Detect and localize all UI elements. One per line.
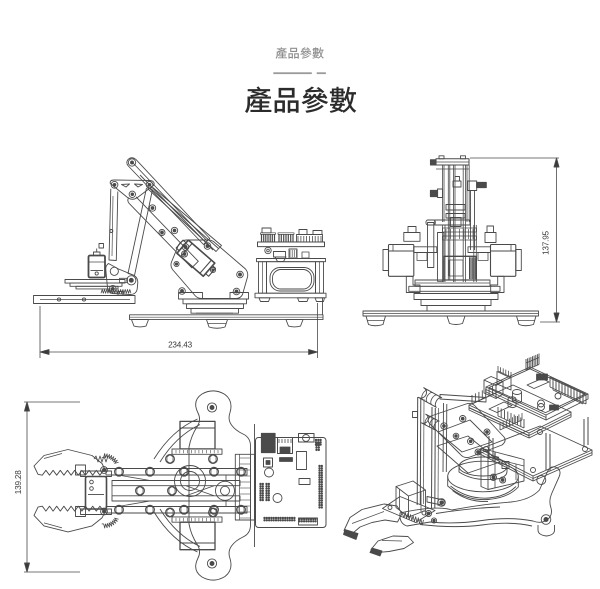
svg-text:137.95: 137.95 <box>542 230 551 254</box>
svg-text:139.28: 139.28 <box>14 470 23 494</box>
svg-text:234.43: 234.43 <box>168 341 192 350</box>
